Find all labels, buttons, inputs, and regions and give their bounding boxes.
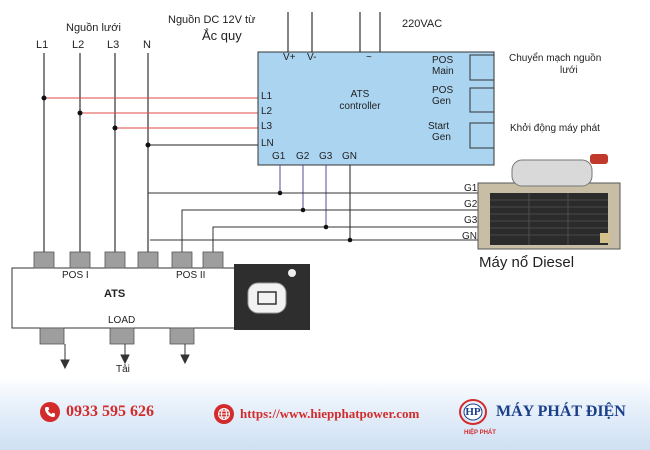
footer-website[interactable]: https://www.hiepphatpower.com xyxy=(214,404,419,424)
controller-pos-main-1: POS xyxy=(432,55,454,66)
controller-pos-gen-2: Gen xyxy=(432,96,451,107)
footer-phone[interactable]: 0933 595 626 xyxy=(40,402,154,422)
ats-controller-box xyxy=(257,51,495,166)
logo-letters: HP xyxy=(465,406,481,418)
footer-banner xyxy=(0,378,650,450)
controller-term-ln: LN xyxy=(261,138,274,149)
load-caption: Tải xyxy=(116,364,130,375)
mains-line-l3: L3 xyxy=(107,39,120,51)
controller-term-l1: L1 xyxy=(261,91,273,102)
controller-term-vminus: V- xyxy=(307,52,317,63)
logo-subtitle: HIỆP PHÁT xyxy=(464,430,496,436)
dc-supply-label-1: Nguồn DC 12V từ xyxy=(168,14,256,26)
ats-input-terminals xyxy=(33,251,224,269)
controller-pos-main-2: Main xyxy=(432,66,454,77)
tap-junction-dots xyxy=(41,95,151,148)
gen-signal-wires xyxy=(279,165,327,227)
ats-pos-1-label: POS I xyxy=(62,270,89,281)
controller-start-gen-1: Start xyxy=(428,121,450,132)
controller-term-gn: GN xyxy=(342,151,357,162)
controller-term-ac: ~ xyxy=(366,52,372,63)
controller-term-l2: L2 xyxy=(261,106,273,117)
load-arrows xyxy=(60,344,190,370)
controller-pos-gen-1: POS xyxy=(432,85,454,96)
ats-pos-2-label: POS II xyxy=(176,270,206,281)
start-gen-annotation: Khởi động máy phát xyxy=(510,123,600,134)
switch-annotation-1: Chuyển mạch nguồn xyxy=(509,53,602,64)
ats-handle-indicator xyxy=(288,269,296,277)
ats-handle-knob xyxy=(247,282,287,314)
switch-annotation-2: lưới xyxy=(560,65,578,76)
ac-supply-label: 220VAC xyxy=(402,18,443,30)
mains-line-n: N xyxy=(143,39,151,51)
website-link: https://www.hiepphatpower.com xyxy=(240,406,420,421)
gen-output-g1: G1 xyxy=(464,183,478,194)
controller-term-g2: G2 xyxy=(296,151,310,162)
mains-line-l2: L2 xyxy=(72,39,85,51)
hp-logo-icon: HP xyxy=(458,398,488,426)
ats-load-label: LOAD xyxy=(108,315,136,326)
gen-output-g2: G2 xyxy=(464,199,478,210)
controller-title-1: ATS xyxy=(350,89,370,100)
globe-icon xyxy=(214,404,234,424)
mains-title: Nguồn lưới xyxy=(66,22,121,34)
gen-output-gn: GN xyxy=(462,231,477,242)
controller-term-g3: G3 xyxy=(319,151,333,162)
relay-contacts xyxy=(469,54,494,149)
footer-brand[interactable]: HP MÁY PHÁT ĐIỆN xyxy=(458,398,626,426)
mains-tap-wires xyxy=(44,97,258,129)
ats-switch-title: ATS xyxy=(104,288,126,300)
controller-term-g1: G1 xyxy=(272,151,286,162)
mains-vertical-lines xyxy=(43,53,149,252)
controller-supply-leads xyxy=(287,12,381,52)
gen-output-g3: G3 xyxy=(464,215,478,226)
ats-load-terminals xyxy=(39,327,195,345)
controller-term-vplus: V+ xyxy=(283,52,296,63)
generator-output-wires xyxy=(147,192,482,252)
dc-supply-label-2: Ắc quy xyxy=(202,28,242,43)
phone-number: 0933 595 626 xyxy=(66,403,154,420)
controller-title-2: controller xyxy=(339,101,381,112)
controller-start-gen-2: Gen xyxy=(432,132,451,143)
brand-name: MÁY PHÁT ĐIỆN xyxy=(496,403,626,420)
diesel-generator xyxy=(477,154,621,250)
controller-term-l3: L3 xyxy=(261,121,273,132)
mains-line-l1: L1 xyxy=(36,39,49,51)
generator-caption: Máy nổ Diesel xyxy=(479,254,575,271)
gen-junction-dots xyxy=(277,190,353,243)
phone-icon xyxy=(40,402,60,422)
